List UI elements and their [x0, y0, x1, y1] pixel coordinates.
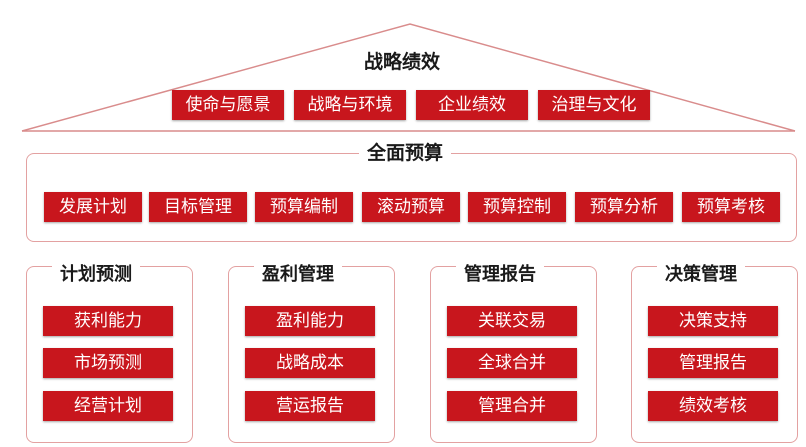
- planning-item-profitability[interactable]: 获利能力: [43, 306, 173, 336]
- column-title-decision-management: 决策管理: [657, 264, 745, 286]
- planning-item-business-plan[interactable]: 经营计划: [43, 391, 173, 421]
- report-item-related-transactions[interactable]: 关联交易: [447, 306, 577, 336]
- planning-item-market-forecast[interactable]: 市场预测: [43, 348, 173, 378]
- comprehensive-budget-title: 全面预算: [359, 142, 452, 164]
- budget-item-budget-preparation[interactable]: 预算编制: [255, 192, 353, 222]
- decision-item-decision-support[interactable]: 决策支持: [648, 306, 778, 336]
- strategy-performance-title: 战略绩效: [352, 50, 453, 74]
- budget-item-target-management[interactable]: 目标管理: [149, 192, 247, 222]
- roof-outline: [21, 23, 796, 132]
- decision-item-management-report[interactable]: 管理报告: [648, 348, 778, 378]
- column-title-management-report: 管理报告: [456, 264, 544, 286]
- top-item-mission-vision[interactable]: 使命与愿景: [172, 90, 284, 120]
- budget-item-budget-analysis[interactable]: 预算分析: [575, 192, 673, 222]
- column-title-profit-management: 盈利管理: [254, 264, 342, 286]
- top-item-enterprise-performance[interactable]: 企业绩效: [416, 90, 528, 120]
- budget-item-rolling-budget[interactable]: 滚动预算: [362, 192, 460, 222]
- profit-item-strategic-cost[interactable]: 战略成本: [245, 348, 375, 378]
- budget-item-budget-control[interactable]: 预算控制: [468, 192, 566, 222]
- decision-item-performance-assessment[interactable]: 绩效考核: [648, 391, 778, 421]
- top-item-strategy-environment[interactable]: 战略与环境: [294, 90, 406, 120]
- column-title-planning-forecast: 计划预测: [52, 264, 140, 286]
- budget-item-development-plan[interactable]: 发展计划: [44, 192, 142, 222]
- report-item-management-consolidation[interactable]: 管理合并: [447, 391, 577, 421]
- top-item-governance-culture[interactable]: 治理与文化: [538, 90, 650, 120]
- profit-item-profitability[interactable]: 盈利能力: [245, 306, 375, 336]
- budget-item-budget-assessment[interactable]: 预算考核: [682, 192, 780, 222]
- report-item-global-consolidation[interactable]: 全球合并: [447, 348, 577, 378]
- profit-item-operations-report[interactable]: 营运报告: [245, 391, 375, 421]
